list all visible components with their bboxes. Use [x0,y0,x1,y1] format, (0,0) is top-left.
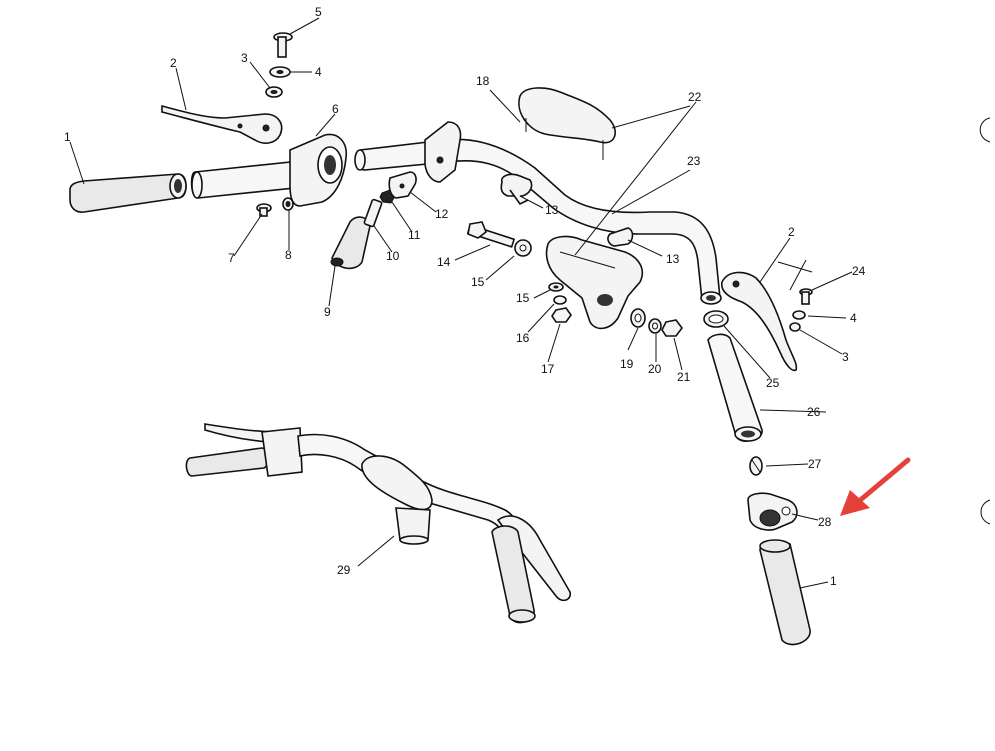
part-23-handlebar [354,138,722,305]
part-17-washer [553,295,567,305]
part-15-washer-left [514,239,532,257]
part-25-ring [703,310,729,328]
part-26-throttle-tube [707,333,763,442]
part-2-left-lever [161,104,283,144]
label-15-left: 15 [471,275,485,289]
part-1-left-grip [69,173,187,213]
label-29: 29 [337,563,351,577]
label-16: 15 [516,291,530,305]
label-20: 20 [648,362,662,376]
part-13-clamp-upper [500,173,533,206]
part-8-washer [282,197,294,211]
part-4-washer [269,66,291,78]
part-16-washer [548,282,564,292]
part-12-clip [388,171,417,199]
label-14: 14 [437,255,451,269]
leader-lines [69,17,853,589]
label-19: 18 [476,74,490,88]
label-13-upper: 13 [545,203,559,217]
label-6: 6 [332,102,339,116]
label-3-left: 3 [241,51,248,65]
label-24: 24 [852,264,866,278]
part-14-bolt [466,221,516,248]
label-9: 9 [324,305,331,319]
label-25: 25 [766,376,780,390]
label-13-lower: 13 [666,252,680,266]
part-3-nut [265,86,283,98]
label-22: 22 [688,90,702,104]
label-27: 27 [808,457,822,471]
part-10-adjuster [363,198,383,228]
part-21-nut [661,319,683,337]
label-17: 16 [516,331,530,345]
label-18: 17 [541,362,555,376]
label-10: 10 [386,249,400,263]
label-21: 21 [677,370,691,384]
part-4-washer-right [792,310,806,320]
label-7: 7 [228,251,235,265]
part-3-nut-right [789,322,801,332]
part-15-washer-right [630,308,646,328]
label-28: 28 [818,515,832,529]
part-18-nut [551,307,572,323]
label-11: 11 [408,228,421,242]
part-29-assembled-handlebar [185,423,572,624]
bar-clamp-left [424,121,462,183]
label-23: 23 [687,154,701,168]
part-27-cable-nipple [749,456,763,476]
label-1-left: 1 [64,130,71,144]
part-20-washer [648,318,662,334]
part-6-twist-grip-housing [190,133,348,207]
label-4-left: 4 [315,65,322,79]
part-2-right-lever [720,271,798,372]
part-7-screw [256,203,272,217]
part-number-labels: 1 2 3 4 5 6 7 8 9 10 11 12 13 13 14 15 1… [64,5,866,588]
label-26: 26 [807,405,821,419]
part-24-bolt [799,288,813,305]
label-5: 5 [315,5,322,19]
part-9-cable-cover [330,216,371,270]
label-4-right: 4 [850,311,857,325]
part-13-clamp-lower [607,227,634,247]
label-2-left: 2 [170,56,177,70]
central-mount-bracket [545,235,644,330]
label-3-right: 3 [842,350,849,364]
label-2-right: 2 [788,225,795,239]
label-15-right: 19 [620,357,634,371]
part-5-bolt [273,32,293,58]
label-1-right: 1 [830,574,837,588]
margin-marks [979,117,991,525]
highlight-arrow [840,457,911,516]
part-22-handlebar-cover [518,87,616,160]
label-12: 12 [435,207,449,221]
label-8: 8 [285,248,292,262]
part-28-twist-clamp [747,492,798,531]
part-1-right-grip [759,539,811,646]
